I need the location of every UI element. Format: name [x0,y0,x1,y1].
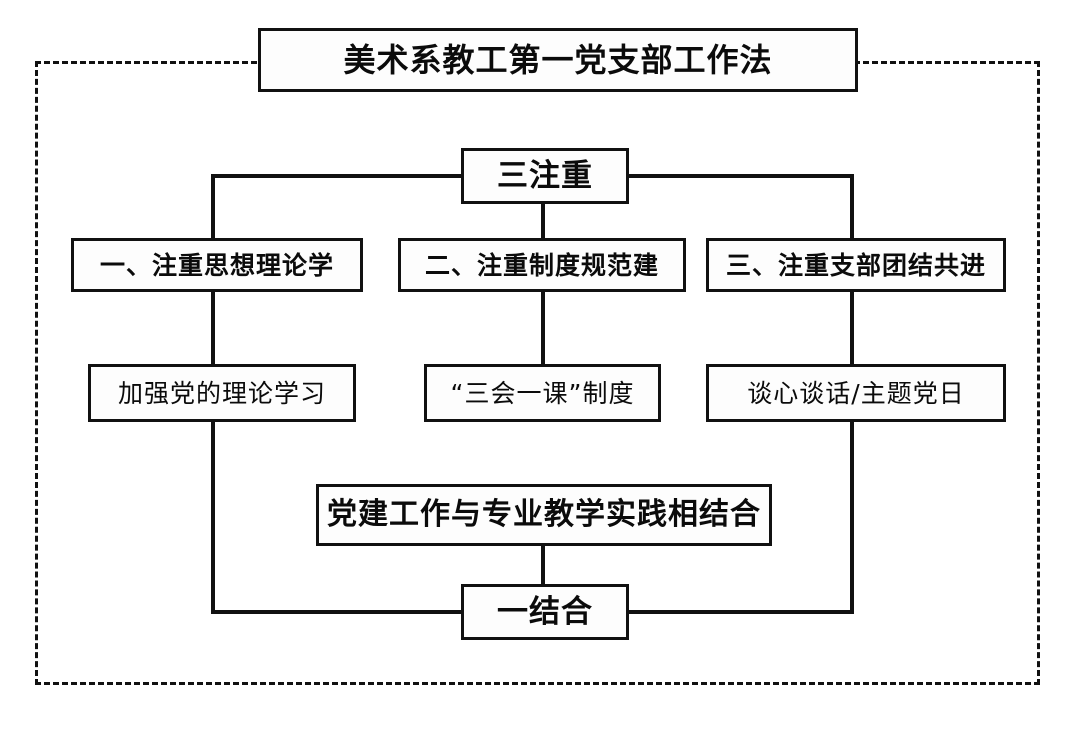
node-branch-3-child: 谈心谈话/主题党日 [706,364,1006,422]
node-combine-practice: 党建工作与专业教学实践相结合 [316,484,772,546]
node-branch-1-child: 加强党的理论学习 [88,364,356,422]
node-branch-2: 二、注重制度规范建 [398,238,686,292]
node-branch-3: 三、注重支部团结共进 [706,238,1006,292]
diagram-title-box: 美术系教工第一党支部工作法 [258,28,858,92]
node-three-focus: 三注重 [461,148,629,204]
node-branch-2-child: “三会一课”制度 [424,364,661,422]
node-branch-1: 一、注重思想理论学 [71,238,363,292]
node-one-combine: 一结合 [461,584,629,640]
